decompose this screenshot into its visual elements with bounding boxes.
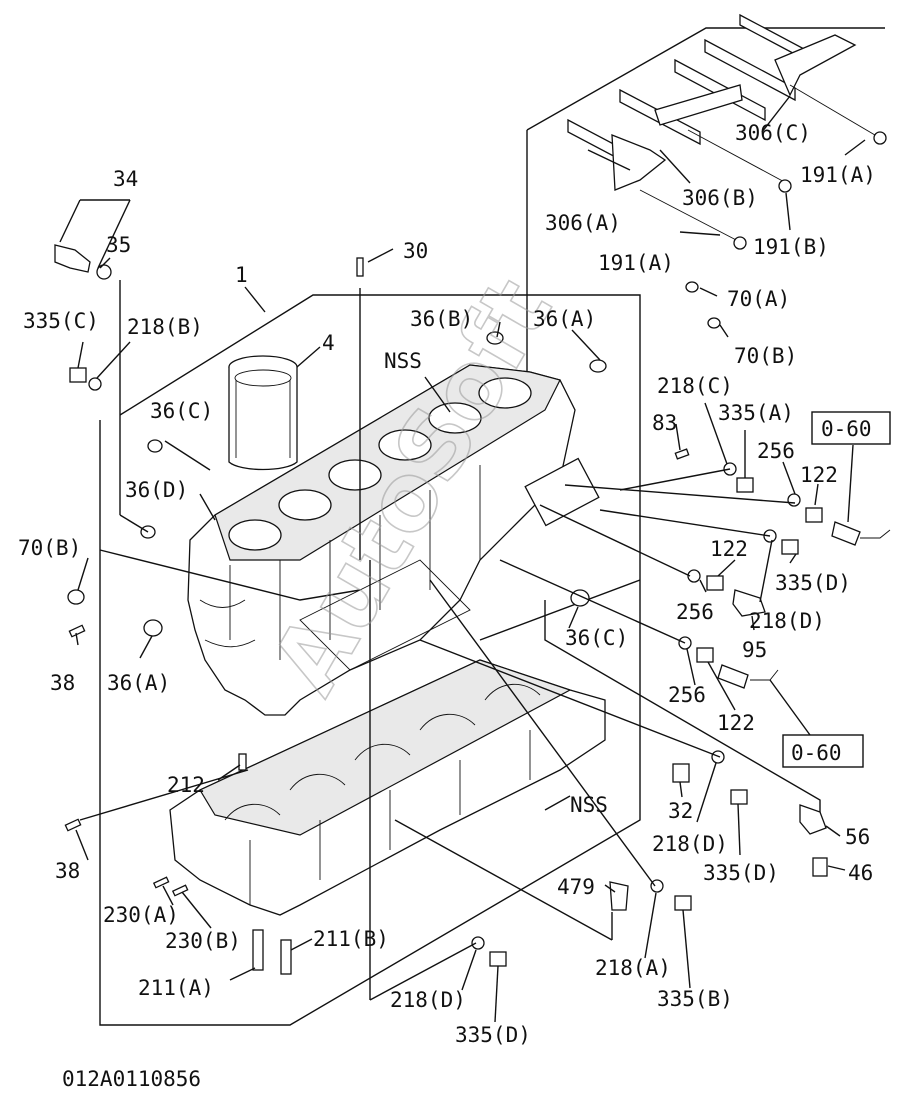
callout-46: 46 xyxy=(848,861,873,885)
callout-212: 212 xyxy=(167,773,205,797)
callout-218a: 218(A) xyxy=(595,956,671,980)
callout-36b: 36(B) xyxy=(410,307,473,331)
callout-256-top: 256 xyxy=(757,439,795,463)
callout-122-mid: 122 xyxy=(710,537,748,561)
crankcase xyxy=(169,659,606,916)
callout-36a-top: 36(A) xyxy=(533,307,596,331)
callout-230a: 230(A) xyxy=(103,903,179,927)
cylinder-block xyxy=(187,364,600,716)
callout-1: 1 xyxy=(235,263,248,287)
callout-211a: 211(A) xyxy=(138,976,214,1000)
callout-32: 32 xyxy=(668,799,693,823)
callout-191b: 191(B) xyxy=(753,235,829,259)
callout-218c: 218(C) xyxy=(657,374,733,398)
small-parts xyxy=(54,244,891,975)
callout-95: 95 xyxy=(742,638,767,662)
callout-56: 56 xyxy=(845,825,870,849)
callout-335d-right: 335(D) xyxy=(775,571,851,595)
callout-122-lower: 122 xyxy=(717,711,755,735)
callout-191a-2: 191(A) xyxy=(598,251,674,275)
callout-36c-left: 36(C) xyxy=(150,399,213,423)
callout-30: 30 xyxy=(403,239,428,263)
assembly-frames xyxy=(99,27,885,1026)
callout-nss-bottom: NSS xyxy=(570,793,608,817)
callout-38-top: 38 xyxy=(50,671,75,695)
callout-218d-bottom: 218(D) xyxy=(390,988,466,1012)
callout-256-mid: 256 xyxy=(676,600,714,624)
callout-36a-left: 36(A) xyxy=(107,671,170,695)
callout-335c: 335(C) xyxy=(23,309,99,333)
pipe-brackets xyxy=(567,13,887,250)
callout-35: 35 xyxy=(106,233,131,257)
callout-38-bottom: 38 xyxy=(55,859,80,883)
callout-306c: 306(C) xyxy=(735,121,811,145)
callout-256-lower: 256 xyxy=(668,683,706,707)
callout-479: 479 xyxy=(557,875,595,899)
callout-306a: 306(A) xyxy=(545,211,621,235)
callout-335a: 335(A) xyxy=(718,401,794,425)
callout-0-60-top: 0-60 xyxy=(821,417,872,441)
callout-4: 4 xyxy=(322,331,335,355)
callout-335d-bottom: 335(D) xyxy=(455,1023,531,1047)
callout-335d-lower: 335(D) xyxy=(703,861,779,885)
callout-36c-mid: 36(C) xyxy=(565,626,628,650)
callout-218d-right: 218(D) xyxy=(749,609,825,633)
callout-335b: 335(B) xyxy=(657,987,733,1011)
callout-122-top: 122 xyxy=(800,463,838,487)
callout-70b-right: 70(B) xyxy=(734,344,797,368)
callout-230b: 230(B) xyxy=(165,929,241,953)
boxed-callout-bottom: 0-60 xyxy=(782,734,864,768)
leader-lines xyxy=(59,95,866,1023)
callout-70b-left: 70(B) xyxy=(18,536,81,560)
callout-0-60-bottom: 0-60 xyxy=(791,741,842,765)
callout-70a: 70(A) xyxy=(727,287,790,311)
figure-code: 012A0110856 xyxy=(62,1067,201,1091)
callout-nss-top: NSS xyxy=(384,349,422,373)
callout-191a-1: 191(A) xyxy=(800,163,876,187)
cylinder-liner xyxy=(228,355,298,471)
callout-211b: 211(B) xyxy=(313,927,389,951)
callout-83: 83 xyxy=(652,411,677,435)
boxed-callout-top: 0-60 xyxy=(811,411,891,445)
part-callouts: 34 35 30 1 4 335(C) 218(B) 36(B) 36(A) N… xyxy=(18,121,876,1047)
callout-218b: 218(B) xyxy=(127,315,203,339)
callout-218d-lower: 218(D) xyxy=(652,832,728,856)
callout-306b: 306(B) xyxy=(682,186,758,210)
callout-34: 34 xyxy=(113,167,138,191)
callout-36d: 36(D) xyxy=(125,478,188,502)
